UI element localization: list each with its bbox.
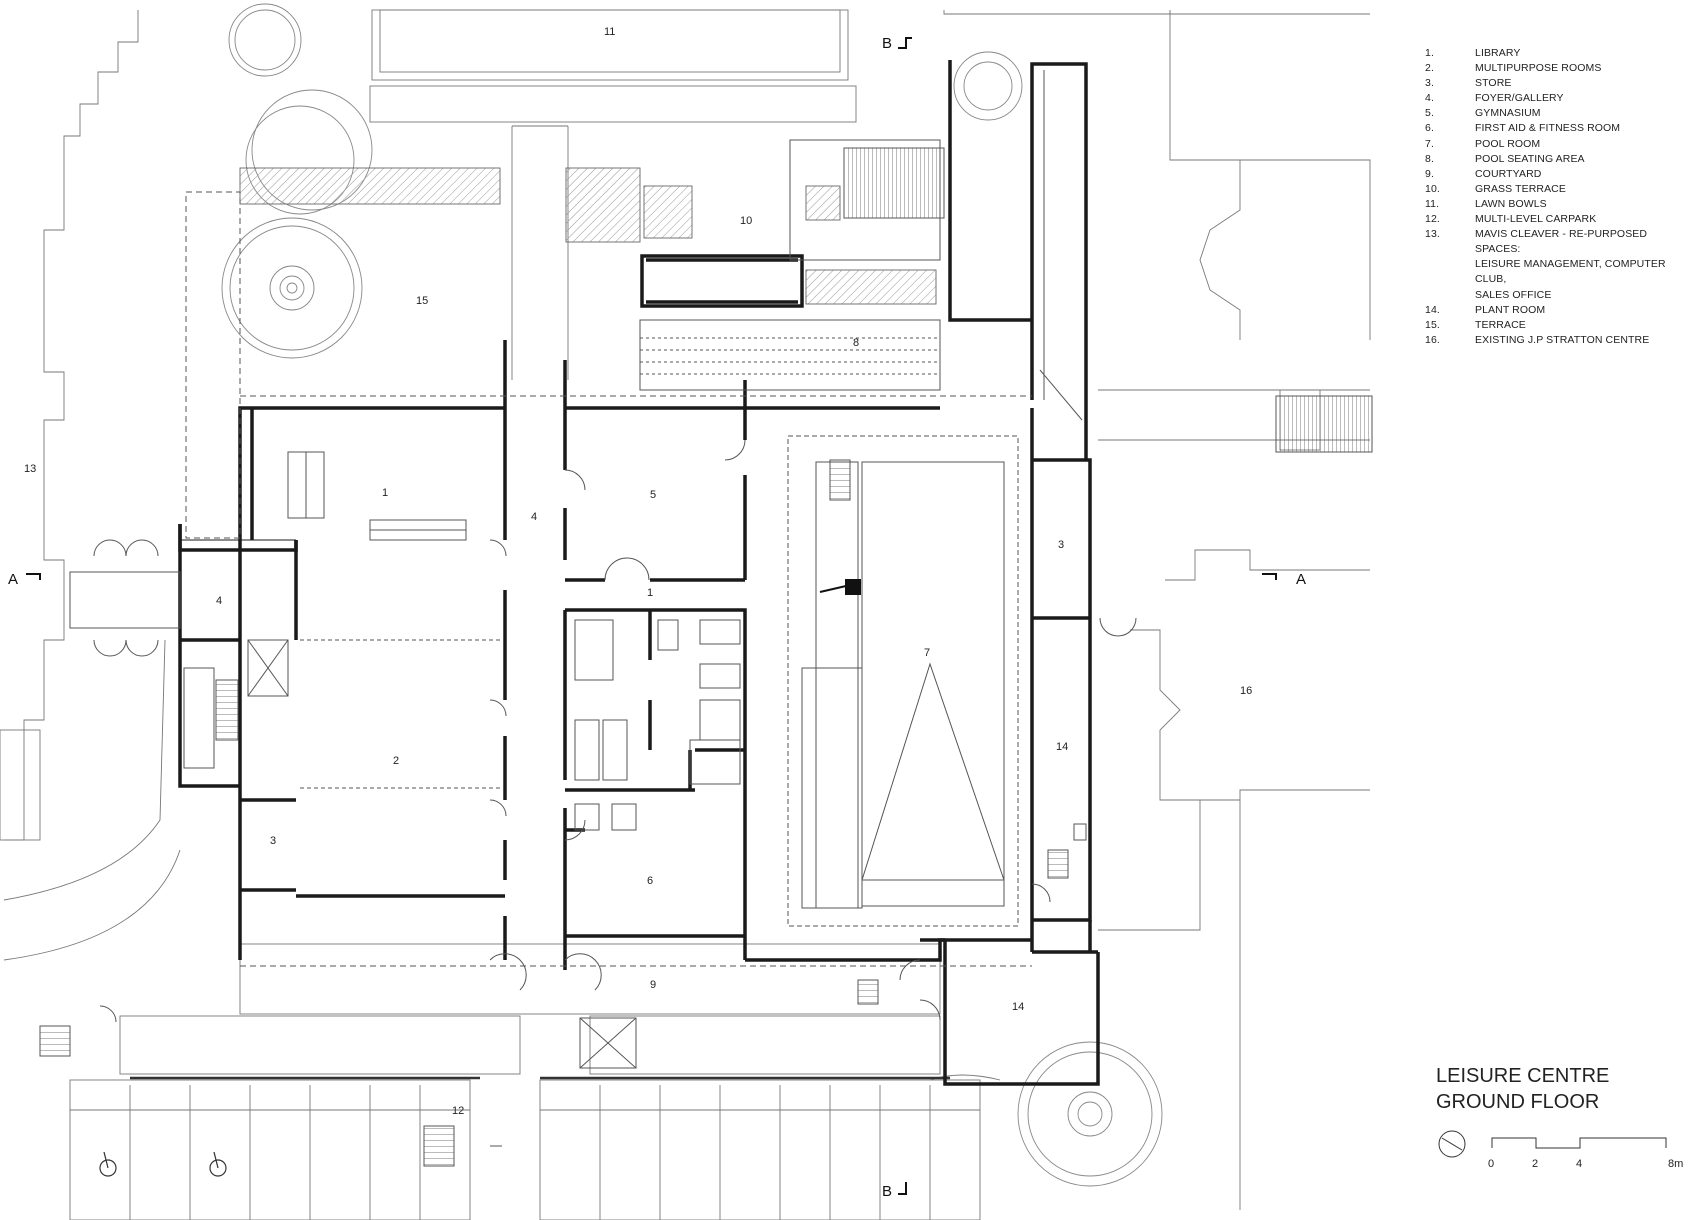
room-label-lawn-bowls: 11 [604, 26, 615, 38]
legend-item-number: 5. [1425, 107, 1434, 120]
section-mark-b-bottom: B [882, 1183, 892, 1200]
legend-item: 9. COURTYARD [1425, 167, 1695, 182]
legend-item: 16. EXISTING J.P STRATTON CENTRE [1425, 333, 1695, 348]
scale-label-8m: 8m [1668, 1158, 1684, 1170]
room-label-mavis-cleaver: 13 [24, 463, 36, 475]
legend-item-label: LAWN BOWLS [1475, 197, 1547, 210]
legend-item-number: 14. [1425, 303, 1440, 316]
room-labels: 1 2 3 3 4 4 5 6 7 8 9 10 11 12 13 14 14 … [24, 26, 1252, 1117]
legend-item-label: GYMNASIUM [1475, 107, 1541, 120]
legend-item-number: 7. [1425, 137, 1434, 150]
legend-item-label: MULTI-LEVEL CARPARK [1475, 213, 1597, 226]
legend-item: 13. MAVIS CLEAVER - RE-PURPOSED SPACES: [1425, 227, 1695, 257]
legend-item: 1. LIBRARY [1425, 46, 1695, 61]
section-mark-b-top: B [882, 35, 892, 52]
room-label-store-right: 3 [1058, 539, 1064, 551]
room-label-plant-room-south: 14 [1012, 1001, 1024, 1013]
legend-item-label: SALES OFFICE [1475, 288, 1552, 301]
room-label-gymnasium: 5 [650, 489, 656, 501]
drawing-title-line2: GROUND FLOOR [1436, 1091, 1600, 1113]
legend-item-number: 12. [1425, 213, 1440, 226]
room-label-terrace: 15 [416, 295, 428, 307]
room-label-pool-room: 7 [924, 647, 930, 659]
legend-item-label: FOYER/GALLERY [1475, 92, 1564, 105]
legend-item: 4. FOYER/GALLERY [1425, 91, 1695, 106]
legend-item: 15. TERRACE [1425, 318, 1695, 333]
interior-lines [39, 70, 1373, 1167]
legend-item-label: LEISURE MANAGEMENT, COMPUTER CLUB, [1475, 258, 1666, 286]
scale-label-0: 0 [1488, 1158, 1495, 1170]
legend-item-number: 6. [1425, 122, 1434, 135]
legend-item-label: MAVIS CLEAVER - RE-PURPOSED SPACES: [1475, 228, 1648, 256]
room-label-first-aid: 6 [647, 875, 653, 887]
room-label-corridor-1: 1 [647, 587, 653, 599]
legend: 1. LIBRARY 2. MULTIPURPOSE ROOMS 3. STORE 4. FO… [1425, 46, 1695, 348]
legend-item: 12. MULTI-LEVEL CARPARK [1425, 212, 1695, 227]
legend-item-number: 13. [1425, 228, 1440, 241]
pool-hoist-icon [819, 579, 861, 595]
room-label-carpark: 12 [452, 1105, 464, 1117]
legend-item-number [1425, 288, 1475, 303]
planters [239, 167, 937, 305]
legend-item-number: 11. [1425, 197, 1440, 210]
legend-item-number: 8. [1425, 152, 1434, 165]
trees [221, 3, 1163, 1187]
legend-item-number: 15. [1425, 318, 1440, 331]
legend-item-label: PLANT ROOM [1475, 303, 1546, 316]
legend-item-number [1425, 257, 1475, 287]
legend-item-number: 10. [1425, 182, 1440, 195]
legend-item-number: 2. [1425, 62, 1434, 75]
legend-item: 2. MULTIPURPOSE ROOMS [1425, 61, 1695, 76]
scale-label-2: 2 [1532, 1158, 1539, 1170]
room-label-grass-terrace: 10 [740, 215, 752, 227]
room-label-plant-room-east: 14 [1056, 741, 1068, 753]
room-label-courtyard: 9 [650, 979, 656, 991]
legend-item: 14. PLANT ROOM [1425, 303, 1695, 318]
room-label-pool-seating: 8 [853, 337, 859, 349]
room-label-library: 1 [382, 487, 388, 499]
scale-label-4: 4 [1576, 1158, 1583, 1170]
legend-item-label: STORE [1475, 77, 1512, 90]
legend-item-label: POOL SEATING AREA [1475, 152, 1585, 165]
legend-item-label: TERRACE [1475, 318, 1526, 331]
legend-item: 11. LAWN BOWLS [1425, 197, 1695, 212]
legend-item: 6. FIRST AID & FITNESS ROOM [1425, 121, 1695, 136]
legend-item: 10. GRASS TERRACE [1425, 182, 1695, 197]
legend-item-label: GRASS TERRACE [1475, 182, 1566, 195]
legend-item-number: 4. [1425, 92, 1434, 105]
north-arrow-icon [1438, 1130, 1466, 1158]
section-mark-a-right: A [1296, 571, 1306, 588]
legend-item-label: COURTYARD [1475, 167, 1542, 180]
drawing-title-line1: LEISURE CENTRE [1436, 1065, 1610, 1087]
room-label-corridor: 4 [531, 511, 537, 523]
legend-item-label: LIBRARY [1475, 47, 1521, 59]
legend-item: 8. POOL SEATING AREA [1425, 152, 1695, 167]
legend-item-number: 16. [1425, 333, 1440, 346]
site-context [0, 9, 1371, 1220]
room-label-foyer: 4 [216, 595, 222, 607]
legend-item-label: FIRST AID & FITNESS ROOM [1475, 122, 1621, 135]
room-label-store-left: 3 [270, 835, 276, 847]
legend-item-number: 1. [1425, 47, 1434, 59]
legend-item-number: 9. [1425, 167, 1434, 180]
room-label-stratton: 16 [1240, 685, 1252, 697]
legend-item: 3. STORE [1425, 76, 1695, 91]
legend-item-number: 3. [1425, 77, 1434, 90]
legend-item: SALES OFFICE [1425, 288, 1695, 303]
scale-bar [1491, 1137, 1667, 1149]
legend-item-label: EXISTING J.P STRATTON CENTRE [1475, 333, 1650, 346]
section-mark-a-left: A [8, 571, 18, 588]
room-label-multipurpose: 2 [393, 755, 399, 767]
legend-item: 7. POOL ROOM [1425, 137, 1695, 152]
section-marks [26, 37, 1277, 1195]
legend-item-label: POOL ROOM [1475, 137, 1541, 150]
legend-item: 5. GYMNASIUM [1425, 106, 1695, 121]
drawing-title: LEISURE CENTRE GROUND FLOOR [1436, 1063, 1609, 1115]
legend-item: LEISURE MANAGEMENT, COMPUTER CLUB, [1425, 257, 1695, 287]
wheelchair-icon [99, 1151, 227, 1177]
legend-item-label: MULTIPURPOSE ROOMS [1475, 62, 1602, 75]
